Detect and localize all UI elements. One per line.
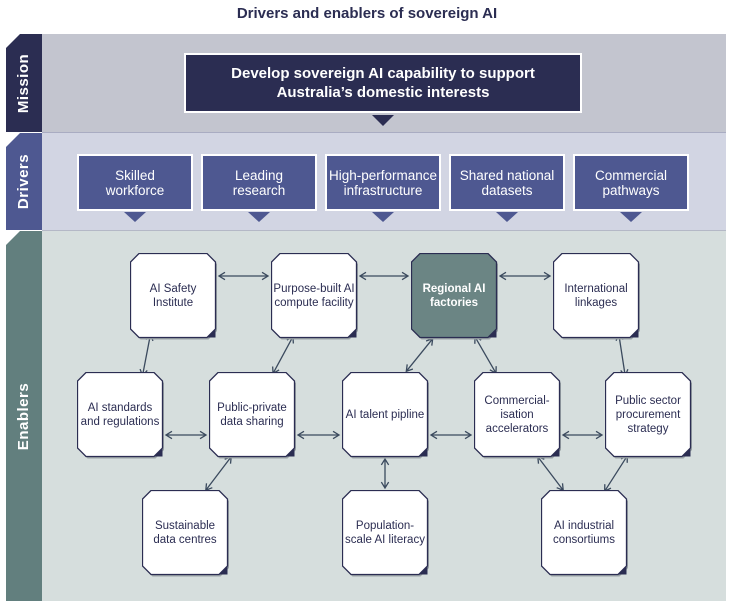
enabler-label: AI talent pipline	[345, 408, 425, 421]
bidirectional-arrow-icon	[217, 271, 270, 281]
fold-corner-icon	[286, 448, 295, 457]
bidirectional-arrow-icon	[164, 430, 208, 440]
node-shape	[605, 372, 692, 459]
enabler-label: International linkages	[564, 282, 628, 309]
enabler-label: AI Safety Institute	[149, 282, 197, 309]
enabler-label: Public-private data sharing	[217, 401, 287, 428]
enabler-label: Regional AI factories	[422, 282, 486, 309]
enablers-tab: Enablers	[6, 231, 42, 601]
fold-corner-icon	[630, 329, 639, 338]
enabler-international-linkages: International linkages	[553, 253, 640, 340]
bidirectional-arrow-icon	[405, 337, 434, 373]
driver-commercial-pathways: Commercial pathways	[573, 154, 689, 211]
driver-high-performance-infrastructure: High-performance infrastructure	[325, 154, 441, 211]
bidirectional-arrow-icon	[296, 430, 341, 440]
bidirectional-arrow-icon	[205, 455, 232, 492]
node-shape	[342, 372, 429, 459]
node-shape	[342, 490, 429, 577]
node-shape	[209, 372, 296, 459]
enabler-label: Purpose-built AI compute facility	[273, 282, 355, 309]
enabler-purpose-built-compute: Purpose-built AI compute facility	[271, 253, 358, 340]
driver-arrow-icon	[248, 212, 270, 222]
diagram-title: Drivers and enablers of sovereign AI	[236, 5, 498, 22]
enabler-label: Population-scale AI literacy	[345, 519, 425, 546]
driver-leading-research: Leading research	[201, 154, 317, 211]
fold-corner-icon	[419, 566, 428, 575]
fold-corner-icon	[154, 448, 163, 457]
driver-label: Shared national datasets	[459, 167, 555, 198]
node-shape	[77, 372, 164, 459]
enabler-label: AI standards and regulations	[80, 401, 160, 428]
drivers-tab: Drivers	[6, 133, 42, 230]
driver-shared-national-datasets: Shared national datasets	[449, 154, 565, 211]
driver-label: High-performance infrastructure	[328, 167, 438, 198]
enabler-public-private-data: Public-private data sharing	[209, 372, 296, 459]
node-shape	[142, 490, 229, 577]
enabler-population-ai-literacy: Population-scale AI literacy	[342, 490, 429, 577]
bidirectional-arrow-icon	[358, 271, 410, 281]
driver-arrow-icon	[124, 212, 146, 222]
fold-corner-icon	[488, 329, 497, 338]
node-shape	[474, 372, 561, 459]
enabler-ai-safety-institute: AI Safety Institute	[130, 253, 217, 340]
bidirectional-arrow-icon	[561, 430, 604, 440]
mission-text: Develop sovereign AI capability to suppo…	[231, 65, 535, 101]
driver-label: Skilled workforce	[105, 167, 165, 198]
enabler-label: Sustainable data centres	[153, 519, 217, 546]
driver-label: Commercial pathways	[594, 167, 667, 198]
fold-corner-icon	[219, 566, 228, 575]
fold-corner-icon	[551, 448, 560, 457]
mission-statement: Develop sovereign AI capability to suppo…	[184, 53, 582, 113]
fold-corner-icon	[207, 329, 216, 338]
bidirectional-arrow-icon	[498, 271, 552, 281]
enabler-ai-industrial-consortiums: AI industrial consortiums	[541, 490, 628, 577]
driver-skilled-workforce: Skilled workforce	[77, 154, 193, 211]
node-shape	[271, 253, 358, 340]
enabler-ai-talent-pipeline: AI talent pipline	[342, 372, 429, 459]
fold-corner-icon	[618, 566, 627, 575]
bidirectional-arrow-icon	[604, 454, 628, 493]
fold-corner-icon	[682, 448, 691, 457]
enabler-label: AI industrial consortiums	[553, 519, 615, 546]
fold-corner-icon	[419, 448, 428, 457]
mission-tab: Mission	[6, 34, 42, 132]
enabler-commercialisation-accelerators: Commercial-isation accelerators	[474, 372, 561, 459]
enabler-label: Public sector procurement strategy	[615, 394, 681, 435]
mission-arrow-icon	[372, 115, 394, 126]
bidirectional-arrow-icon	[537, 455, 564, 492]
enabler-ai-standards: AI standards and regulations	[77, 372, 164, 459]
bidirectional-arrow-icon	[474, 335, 497, 375]
fold-corner-icon	[348, 329, 357, 338]
enabler-label: Commercial-isation accelerators	[484, 394, 550, 435]
enabler-public-sector-procurement: Public sector procurement strategy	[605, 372, 692, 459]
bidirectional-arrow-icon	[272, 335, 294, 375]
driver-arrow-icon	[496, 212, 518, 222]
driver-arrow-icon	[372, 212, 394, 222]
node-shape	[130, 253, 217, 340]
node-shape	[553, 253, 640, 340]
node-shape	[541, 490, 628, 577]
bidirectional-arrow-icon	[380, 457, 390, 490]
driver-arrow-icon	[620, 212, 642, 222]
node-shape	[411, 253, 498, 340]
enabler-sustainable-data-centres: Sustainable data centres	[142, 490, 229, 577]
bidirectional-arrow-icon	[429, 430, 473, 440]
enabler-regional-ai-factories: Regional AI factories	[411, 253, 498, 340]
driver-label: Leading research	[232, 167, 286, 198]
